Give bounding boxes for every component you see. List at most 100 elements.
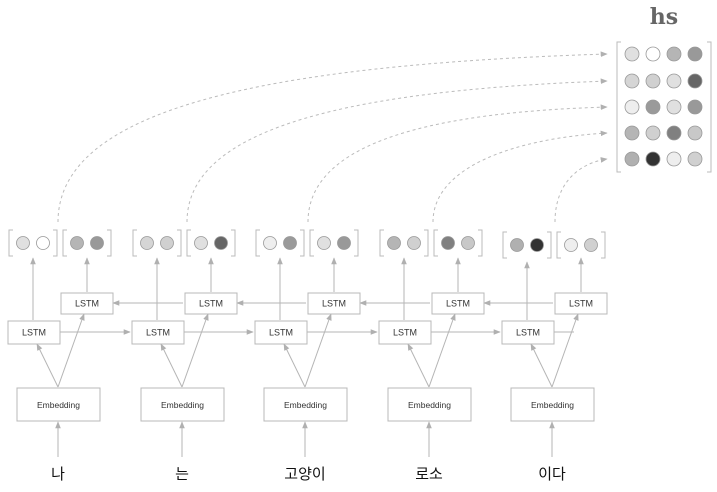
- state-cell: [194, 236, 208, 250]
- hs-row: [624, 99, 703, 115]
- backward-lstm-box: LSTM: [60, 292, 114, 315]
- token-output: [502, 231, 606, 259]
- embedding-label: Embedding: [531, 400, 574, 410]
- hidden-state-vector: [186, 229, 236, 257]
- embedding-label: Embedding: [408, 400, 451, 410]
- bracket-right: [424, 229, 429, 257]
- state-cell: [214, 236, 228, 250]
- forward-lstm-box: LSTM: [254, 320, 308, 345]
- token-output: [132, 229, 236, 257]
- hs-cell: [645, 151, 661, 167]
- bracket-right: [300, 229, 305, 257]
- lstm-label: LSTM: [75, 299, 99, 309]
- bracket-right: [547, 231, 552, 259]
- hidden-state-vector: [433, 229, 483, 257]
- bracket-left: [379, 229, 384, 257]
- hidden-state-vector: [556, 231, 606, 259]
- forward-lstm-box: LSTM: [7, 320, 61, 345]
- bracket-right: [707, 41, 712, 173]
- bracket-left: [556, 231, 561, 259]
- hs-cell: [687, 99, 703, 115]
- state-cell: [70, 236, 84, 250]
- backward-lstm-layer: LSTM LSTM LSTM LSTM LSTM: [60, 292, 608, 315]
- hs-cell: [687, 73, 703, 89]
- forward-lstm-layer: LSTM LSTM LSTM LSTM LSTM: [7, 320, 555, 345]
- hs-cell: [666, 125, 682, 141]
- token-output: [8, 229, 112, 257]
- embedding-label: Embedding: [284, 400, 327, 410]
- state-cell: [387, 236, 401, 250]
- state-cell: [510, 238, 524, 252]
- hs-cell: [687, 125, 703, 141]
- state-cell: [263, 236, 277, 250]
- state-cell: [441, 236, 455, 250]
- bracket-right: [177, 229, 182, 257]
- hs-row: [624, 46, 703, 62]
- hidden-state-vector: [8, 229, 58, 257]
- hs-cell: [666, 73, 682, 89]
- output-vectors: [8, 229, 606, 259]
- hs-cell: [624, 151, 640, 167]
- input-word: 는: [175, 465, 189, 483]
- dashed-arrow: [554, 157, 608, 223]
- dashed-connections: [57, 51, 608, 223]
- bracket-left: [502, 231, 507, 259]
- input-word: 이다: [538, 465, 566, 483]
- bracket-right: [231, 229, 236, 257]
- hs-row: [624, 73, 703, 89]
- embedding-box: Embedding: [510, 387, 595, 422]
- lstm-label: LSTM: [393, 328, 417, 338]
- hs-cell: [645, 73, 661, 89]
- state-cell: [317, 236, 331, 250]
- hs-row: [624, 151, 703, 167]
- dashed-arrow: [307, 104, 608, 223]
- input-word: 나: [51, 465, 65, 483]
- bracket-left: [433, 229, 438, 257]
- state-cell: [337, 236, 351, 250]
- bracket-left: [186, 229, 191, 257]
- embedding-box: Embedding: [387, 387, 472, 422]
- hidden-state-vector: [502, 231, 552, 259]
- hs-matrix: [616, 41, 712, 173]
- hs-cell: [645, 125, 661, 141]
- lstm-label: LSTM: [199, 299, 223, 309]
- state-cell: [407, 236, 421, 250]
- backward-lstm-box: LSTM: [307, 292, 361, 315]
- hidden-state-vector: [255, 229, 305, 257]
- embedding-box: Embedding: [16, 387, 101, 422]
- token-output: [379, 229, 483, 257]
- hs-cell: [624, 125, 640, 141]
- hs-cell: [645, 99, 661, 115]
- dashed-arrow: [432, 130, 608, 223]
- hs-cell: [687, 151, 703, 167]
- bracket-left: [616, 41, 621, 173]
- bracket-right: [107, 229, 112, 257]
- bracket-right: [354, 229, 359, 257]
- backward-lstm-box: LSTM: [431, 292, 485, 315]
- state-cell: [283, 236, 297, 250]
- forward-lstm-box: LSTM: [378, 320, 432, 345]
- lstm-label: LSTM: [146, 328, 170, 338]
- hs-title: hs: [650, 4, 678, 30]
- bracket-left: [309, 229, 314, 257]
- state-cell: [36, 236, 50, 250]
- bracket-right: [53, 229, 58, 257]
- state-cell: [140, 236, 154, 250]
- hs-cell: [687, 46, 703, 62]
- arrows: [30, 257, 584, 457]
- hidden-state-vector: [379, 229, 429, 257]
- input-word: 로소: [415, 465, 443, 483]
- input-words: 나 는 고양이 로소 이다: [51, 465, 566, 483]
- input-word: 고양이: [284, 465, 325, 483]
- state-cell: [530, 238, 544, 252]
- lstm-label: LSTM: [22, 328, 46, 338]
- hidden-state-vector: [62, 229, 112, 257]
- state-cell: [160, 236, 174, 250]
- bracket-right: [478, 229, 483, 257]
- bracket-right: [601, 231, 606, 259]
- state-cell: [564, 238, 578, 252]
- hidden-state-vector: [309, 229, 359, 257]
- lstm-label: LSTM: [516, 328, 540, 338]
- hs-cell: [624, 99, 640, 115]
- embedding-label: Embedding: [161, 400, 204, 410]
